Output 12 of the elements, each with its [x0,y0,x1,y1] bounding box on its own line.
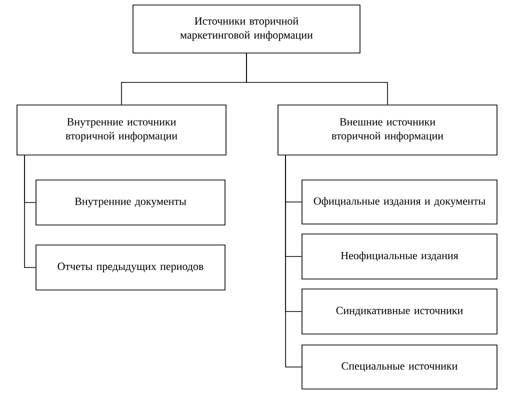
source-box: Синдикативные источники [302,288,498,334]
category-box: Внутренние источники вторичной информации [16,104,226,156]
connector-line [246,53,388,105]
source-box: Неофициальные издания [302,234,498,280]
category-box: Внешние источники вторичной информации [278,104,498,156]
root-box: Источники вторичной маркетинговой информации [132,4,360,54]
source-box: Отчеты предыдущих периодов [36,244,226,290]
source-box: Официальные издания и документы [302,180,498,224]
connector-line [285,155,302,368]
source-box: Специальные источники [302,344,498,390]
source-box: Внутренние документы [36,180,226,226]
connector-line [24,155,36,268]
